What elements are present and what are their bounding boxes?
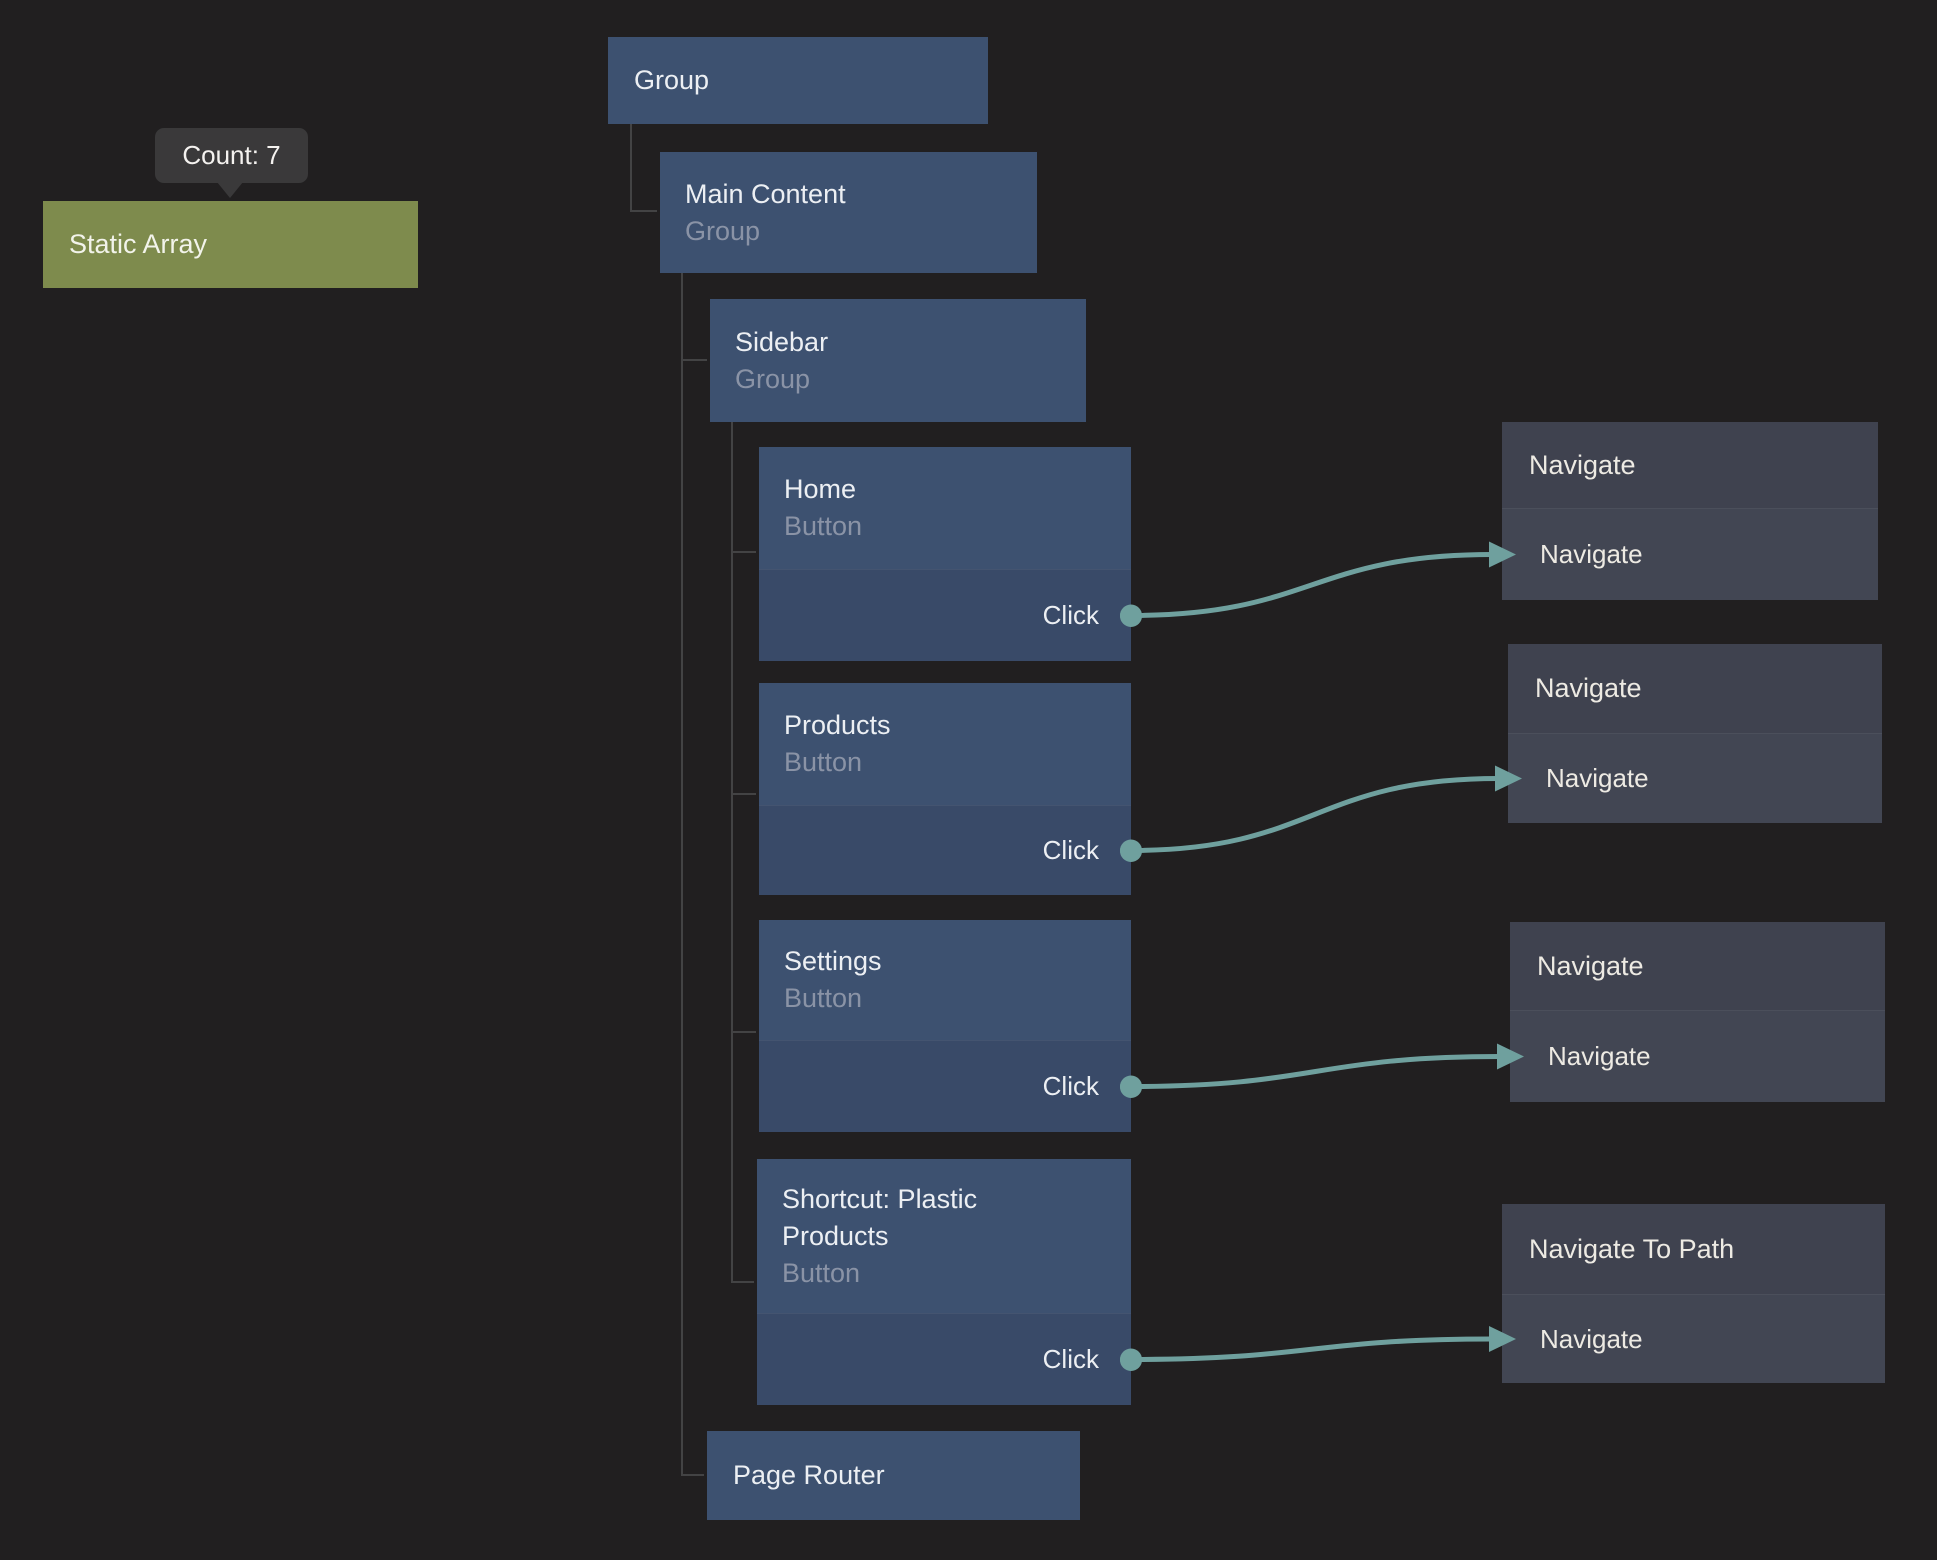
node-title: Sidebar xyxy=(735,326,829,357)
node-products[interactable]: Products Button Click xyxy=(759,683,1142,895)
node-title: Navigate xyxy=(1535,673,1642,703)
input-label: Navigate xyxy=(1540,539,1643,569)
node-subtitle: Group xyxy=(685,215,761,246)
count-tooltip-text: Count: 7 xyxy=(182,140,281,170)
node-navigate-2[interactable]: Navigate Navigate xyxy=(1508,644,1882,823)
node-title: Main Content xyxy=(685,178,846,209)
node-subtitle: Button xyxy=(782,1257,861,1288)
input-label: Navigate xyxy=(1546,763,1649,793)
tree-line xyxy=(731,1031,756,1033)
node-page-router[interactable]: Page Router xyxy=(707,1431,1080,1520)
node-subtitle: Button xyxy=(784,511,863,541)
count-tooltip: Count: 7 xyxy=(155,128,308,198)
node-title: Navigate To Path xyxy=(1529,1233,1735,1264)
node-subtitle: Button xyxy=(784,983,863,1013)
node-main-content[interactable]: Main Content Group xyxy=(660,152,1037,273)
node-settings[interactable]: Settings Button Click xyxy=(759,920,1142,1132)
node-title: Page Router xyxy=(733,1460,885,1490)
wire[interactable] xyxy=(1130,1336,1493,1362)
node-title: Products xyxy=(784,710,891,740)
node-title: Group xyxy=(634,65,710,95)
wire[interactable] xyxy=(1130,776,1499,853)
node-subtitle: Group xyxy=(735,363,811,394)
node-navigate-1[interactable]: Navigate Navigate xyxy=(1502,422,1878,600)
node-title: Shortcut: Plastic Products xyxy=(782,1183,978,1251)
node-home[interactable]: Home Button Click xyxy=(759,447,1142,661)
input-label: Navigate xyxy=(1548,1041,1651,1071)
tree-line xyxy=(731,1281,754,1283)
tree-line xyxy=(681,273,683,1476)
node-group[interactable]: Group xyxy=(608,37,988,124)
tree-line xyxy=(630,210,657,212)
input-label: Navigate xyxy=(1540,1323,1643,1354)
tree-line xyxy=(731,551,756,553)
node-title: Static Array xyxy=(69,229,208,259)
node-shortcut-plastic-products[interactable]: Shortcut: Plastic Products Button Click xyxy=(757,1159,1142,1405)
node-subtitle: Button xyxy=(784,747,863,777)
output-label: Click xyxy=(1042,600,1099,630)
output-label: Click xyxy=(1042,1344,1099,1374)
wire[interactable] xyxy=(1130,1054,1501,1089)
node-navigate-3[interactable]: Navigate Navigate xyxy=(1510,922,1885,1102)
node-title: Navigate xyxy=(1529,449,1636,480)
node-title: Navigate xyxy=(1537,950,1644,981)
output-label: Click xyxy=(1042,1071,1099,1101)
node-sidebar[interactable]: Sidebar Group xyxy=(710,299,1086,422)
node-title: Settings xyxy=(784,946,882,976)
output-label: Click xyxy=(1042,835,1099,865)
tree-line xyxy=(681,1474,704,1476)
node-navigate-to-path[interactable]: Navigate To Path Navigate xyxy=(1502,1204,1885,1383)
node-static-array[interactable]: Static Array xyxy=(43,201,418,288)
tree-line xyxy=(731,793,756,795)
wire[interactable] xyxy=(1130,552,1493,618)
tree-line xyxy=(681,359,707,361)
tree-line xyxy=(630,124,632,212)
tooltip-pointer-icon xyxy=(217,182,243,198)
tree-line xyxy=(731,422,733,1283)
node-title: Home xyxy=(784,474,857,504)
